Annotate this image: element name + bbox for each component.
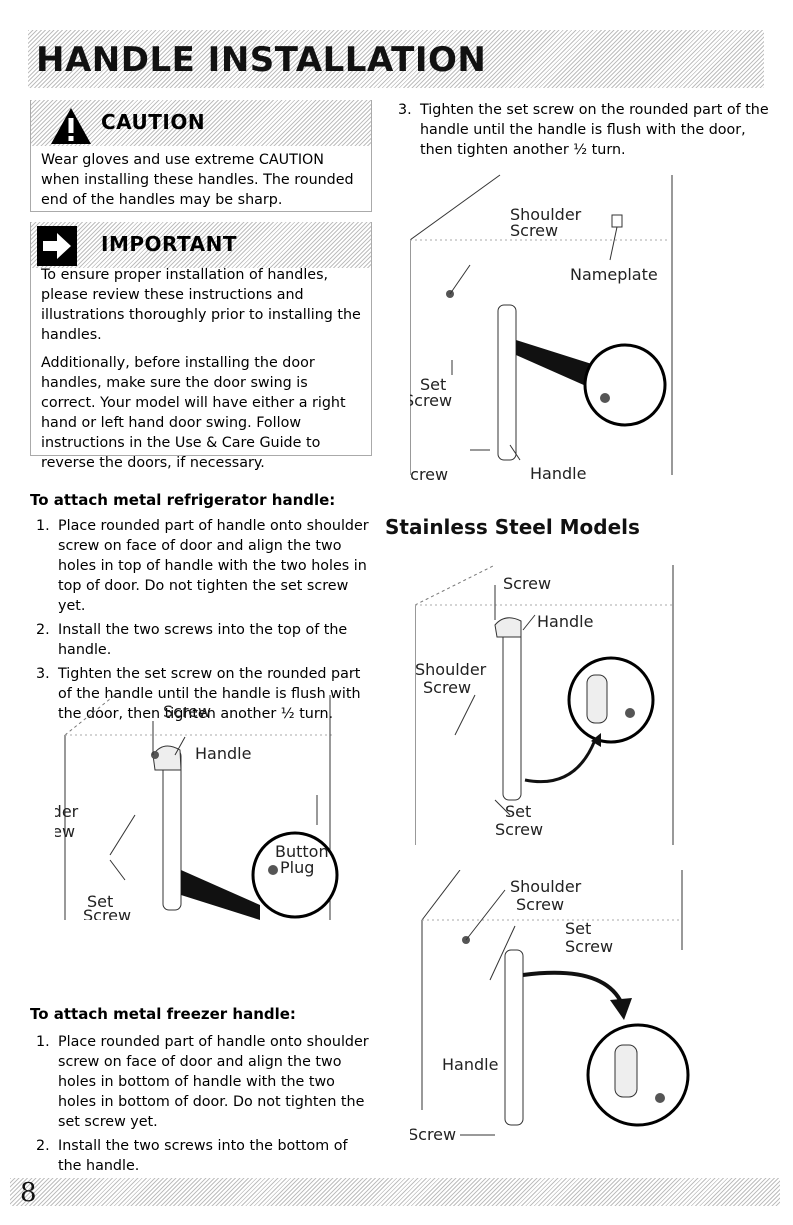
important-panel: IMPORTANT To ensure proper installation … — [30, 222, 372, 471]
caution-text: Wear gloves and use extreme CAUTION when… — [41, 152, 354, 208]
caution-header: CAUTION — [31, 100, 371, 146]
fig-label: Screw — [503, 574, 551, 593]
freezer-step-3: 3.Tighten the set screw on the rounded p… — [392, 100, 772, 164]
fig-label: Screw — [55, 822, 75, 841]
fig-label: Handle — [537, 612, 593, 631]
important-paragraph: To ensure proper installation of handles… — [41, 267, 361, 343]
stainless-heading: Stainless Steel Models — [385, 515, 640, 539]
fridge-handle-diagram: Screw Handle Shoulder Screw Button Plug … — [55, 695, 339, 920]
step-item: 3.Tighten the set screw on the rounded p… — [36, 666, 361, 722]
fig-label: Screw — [410, 1125, 456, 1144]
fig-label: Screw — [565, 937, 613, 956]
fig-label: Shoulder — [510, 205, 582, 224]
fig-label: Screw — [423, 678, 471, 697]
page-title: HANDLE INSTALLATION — [36, 40, 487, 80]
fig-label: Handle — [530, 464, 586, 480]
fig-label: Set — [420, 375, 446, 394]
fig-label: Shoulder — [55, 802, 79, 821]
caution-label: CAUTION — [101, 110, 206, 134]
step-item: 1.Place rounded part of handle onto shou… — [36, 518, 369, 614]
caution-panel: CAUTION Wear gloves and use extreme CAUT… — [30, 100, 372, 212]
fig-label: Handle — [442, 1055, 498, 1074]
page-number: 8 — [20, 1178, 37, 1208]
step-item: 3.Tighten the set screw on the rounded p… — [398, 102, 769, 158]
footer-bar: 8 — [10, 1178, 780, 1208]
step-item: 2.Install the two screws into the bottom… — [36, 1138, 348, 1174]
fig-label: Plug — [280, 858, 314, 877]
fig-label: Shoulder — [510, 877, 582, 896]
fig-label: Screw — [510, 221, 558, 240]
fig-label: Screw — [83, 906, 131, 920]
important-body: To ensure proper installation of handles… — [41, 265, 361, 481]
fig-label: Nameplate — [570, 265, 658, 284]
fridge-heading: To attach metal refrigerator handle: — [30, 491, 336, 509]
freezer-handle-diagram: Shoulder Screw Nameplate Set Screw Screw… — [410, 174, 673, 480]
title-banner: HANDLE INSTALLATION — [28, 30, 764, 88]
freezer-instructions: To attach metal freezer handle: 1.Place … — [30, 1005, 370, 1180]
warning-icon — [51, 108, 91, 144]
stainless-freezer-diagram: Shoulder Screw Set Screw Handle Screw — [410, 870, 690, 1144]
stainless-fridge-diagram: Screw Handle Shoulder Screw Set Screw — [415, 565, 675, 845]
important-paragraph: Additionally, before installing the door… — [41, 355, 346, 471]
fig-label: Shoulder — [415, 660, 487, 679]
fig-label: Handle — [195, 744, 251, 763]
fig-label: Screw — [410, 391, 452, 410]
step-item: 1.Place rounded part of handle onto shou… — [36, 1034, 369, 1130]
important-header: IMPORTANT — [31, 222, 371, 268]
fig-label: Set — [505, 802, 531, 821]
fig-label: Screw — [516, 895, 564, 914]
step-item: 2.Install the two screws into the top of… — [36, 622, 348, 658]
fig-label: Screw — [163, 702, 211, 721]
arrow-right-icon — [37, 226, 77, 266]
important-label: IMPORTANT — [101, 232, 237, 256]
fig-label: Screw — [495, 820, 543, 839]
fig-label: Set — [565, 919, 591, 938]
fig-label: Screw — [410, 465, 448, 480]
fridge-instructions: To attach metal refrigerator handle: 1.P… — [30, 490, 370, 728]
freezer-heading: To attach metal freezer handle: — [30, 1005, 296, 1023]
fig-label: Button — [275, 842, 329, 861]
fig-label: Set — [87, 892, 113, 911]
